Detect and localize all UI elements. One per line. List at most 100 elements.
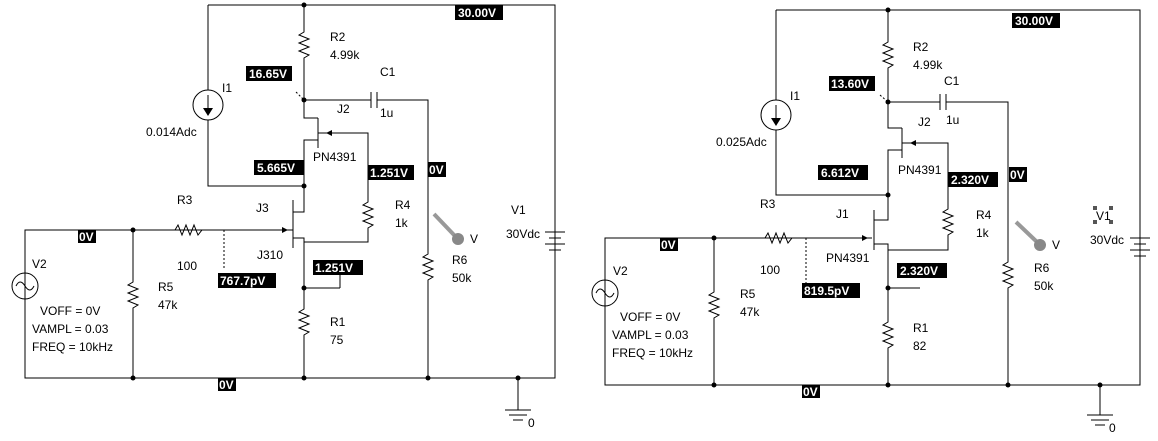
resistor-r5-left — [126, 278, 140, 312]
r2-name-right: R2 — [913, 40, 929, 54]
resistor-r6-right — [1001, 258, 1015, 292]
probe-input-right: 0V — [661, 238, 676, 252]
v2-vampl-left: VAMPL = 0.03 — [32, 322, 109, 336]
resistor-r4-left — [361, 198, 375, 232]
r5-name-left: R5 — [158, 280, 174, 294]
v2-freq-left: FREQ = 10kHz — [32, 340, 113, 354]
r2-name-left: R2 — [330, 30, 346, 44]
v2-voff-right: VOFF = 0V — [620, 310, 680, 324]
v2-name-right: V2 — [613, 264, 628, 278]
probe-drain-left: 16.65V — [249, 67, 287, 81]
j3-part-left: J310 — [257, 248, 283, 262]
v2-name-left: V2 — [32, 257, 47, 271]
battery-v1-left — [545, 231, 565, 251]
v1-value-right: 30Vdc — [1090, 233, 1124, 247]
probe-drain-right: 13.60V — [831, 77, 869, 91]
j2-name-right: J2 — [918, 115, 931, 129]
probe-v-right: V — [1052, 238, 1060, 252]
ac-source-v2-right — [591, 279, 619, 307]
i1-name-left: I1 — [222, 81, 232, 95]
r3-value-left: 100 — [177, 259, 197, 273]
probe-gate-left: 5.665V — [257, 161, 295, 175]
probe-cap-right: 819.5pV — [804, 284, 849, 298]
r6-value-left: 50k — [452, 271, 472, 285]
c1-name-right: C1 — [944, 74, 960, 88]
left-circuit: 30.00V 16.65V 5.665V 1.251V 0V 0V 1.251V… — [11, 2, 565, 430]
probe-v-left: V — [470, 232, 478, 246]
c1-name-left: C1 — [380, 65, 396, 79]
battery-v1-right — [1130, 237, 1150, 257]
j2-name-left: J2 — [337, 102, 350, 116]
capacitor-c1-left — [370, 92, 378, 108]
r2-value-left: 4.99k — [330, 48, 360, 62]
r4-value-right: 1k — [976, 226, 990, 240]
resistor-r4-right — [941, 205, 955, 239]
current-source-i1-left — [192, 89, 224, 121]
c1-value-left: 1u — [380, 106, 393, 120]
r3-value-right: 100 — [760, 263, 780, 277]
current-source-i1-right — [760, 99, 792, 131]
right-circuit: 30.00V 13.60V 6.612V 2.320V 0V 0V 2.320V… — [591, 7, 1150, 435]
c1-value-right: 1u — [946, 113, 959, 127]
r6-value-right: 50k — [1034, 279, 1054, 293]
probe-source-bottom-right: 2.320V — [900, 264, 938, 278]
probe-input-left: 0V — [79, 230, 94, 244]
probe-tip-left — [452, 233, 464, 245]
voltage-probe-icon-left[interactable] — [432, 212, 457, 238]
ac-source-v2-left — [11, 272, 39, 300]
probe-ground-left: 0V — [219, 378, 234, 392]
ground-label-right: 0 — [1109, 421, 1116, 435]
v1-value-left: 30Vdc — [506, 227, 540, 241]
probe-gate-right: 6.612V — [821, 166, 859, 180]
v1-name-right[interactable]: V1 — [1096, 209, 1111, 223]
r2-value-right: 4.99k — [913, 58, 943, 72]
resistor-r2-right — [881, 38, 895, 72]
r3-name-left: R3 — [177, 193, 193, 207]
v2-voff-left: VOFF = 0V — [40, 304, 100, 318]
capacitor-c1-right — [939, 94, 947, 110]
resistor-r1-right — [881, 318, 895, 352]
probe-source-top-left: 1.251V — [370, 166, 408, 180]
probe-output-left: 0V — [429, 163, 444, 177]
r4-name-left: R4 — [395, 198, 411, 212]
probe-source-top-right: 2.320V — [951, 173, 989, 187]
v2-freq-right: FREQ = 10kHz — [612, 346, 693, 360]
i1-name-right: I1 — [790, 89, 800, 103]
r6-name-right: R6 — [1034, 261, 1050, 275]
j2-part-right: PN4391 — [898, 163, 942, 177]
probe-supply-right: 30.00V — [1015, 14, 1053, 28]
r1-name-left: R1 — [330, 315, 346, 329]
resistor-r1-left — [297, 305, 311, 340]
v1-name-left: V1 — [511, 203, 526, 217]
r6-name-left: R6 — [452, 253, 468, 267]
i1-value-left: 0.014Adc — [146, 125, 197, 139]
resistor-r5-right — [707, 288, 721, 322]
probe-source-bottom-left: 1.251V — [315, 261, 353, 275]
i1-value-right: 0.025Adc — [716, 135, 767, 149]
r1-value-right: 82 — [913, 339, 927, 353]
j1-name-right: J1 — [836, 207, 849, 221]
probe-supply-left: 30.00V — [458, 6, 496, 20]
j2-part-left: PN4391 — [313, 150, 357, 164]
probe-output-right: 0V — [1010, 168, 1025, 182]
voltage-probe-icon-right[interactable] — [1014, 220, 1039, 244]
j3-name-left: J3 — [256, 201, 269, 215]
v2-vampl-right: VAMPL = 0.03 — [612, 328, 689, 342]
r4-name-right: R4 — [976, 208, 992, 222]
resistor-r6-left — [421, 250, 435, 284]
r4-value-left: 1k — [395, 216, 409, 230]
r5-name-right: R5 — [740, 287, 756, 301]
r5-value-left: 47k — [158, 298, 178, 312]
resistor-r3-right — [760, 231, 798, 245]
probe-cap-left: 767.7pV — [220, 274, 265, 288]
r1-name-right: R1 — [913, 321, 929, 335]
r3-name-right: R3 — [760, 197, 776, 211]
j1-part-right: PN4391 — [826, 251, 870, 265]
resistor-r3-left — [170, 223, 208, 237]
ground-label-left: 0 — [528, 416, 535, 430]
probe-tip-right — [1034, 239, 1046, 251]
resistor-r2-left — [297, 28, 311, 62]
probe-ground-right: 0V — [803, 385, 818, 399]
r5-value-right: 47k — [740, 305, 760, 319]
